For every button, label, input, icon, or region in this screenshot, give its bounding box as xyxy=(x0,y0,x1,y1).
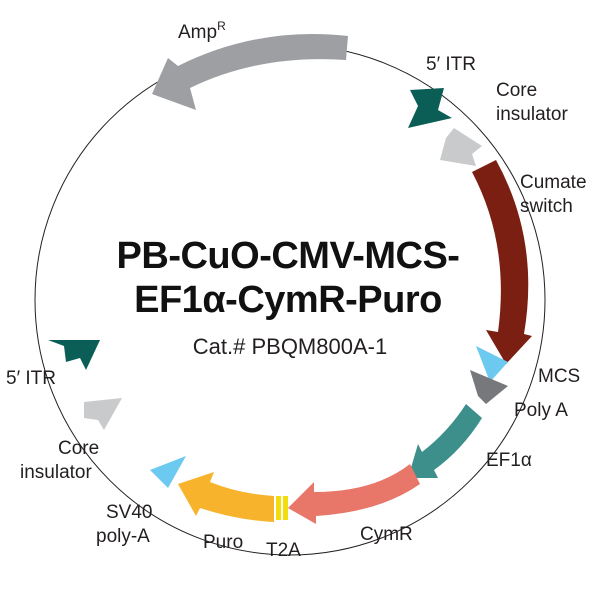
cumate-switch-label-1: Cumate xyxy=(520,172,587,193)
cymr-label: CymR xyxy=(360,524,413,545)
cumate-switch-feature xyxy=(472,160,532,364)
ef1a-label: EF1α xyxy=(486,450,532,471)
polya-feature xyxy=(470,370,508,404)
sv40-label-1: SV40 xyxy=(106,502,152,523)
catalog-number: Cat.# PBQM800A-1 xyxy=(193,334,387,359)
itr-left-label: 5′ ITR xyxy=(6,368,56,389)
cumate-switch-label-2: switch xyxy=(520,196,573,217)
ef1a-feature xyxy=(408,404,482,478)
mcs-label: MCS xyxy=(538,366,580,387)
plasmid-name-line-1: PB-CuO-CMV-MCS- xyxy=(117,235,460,277)
polya-label: Poly A xyxy=(514,400,568,421)
sv40-polya-feature xyxy=(150,456,186,488)
puro-label: Puro xyxy=(203,532,243,553)
core-insulator-left-feature xyxy=(84,398,122,430)
core-insulator-top-label-1: Core xyxy=(496,80,537,101)
core-insulator-left-label-2: insulator xyxy=(20,462,92,483)
ampr-label: AmpR xyxy=(178,19,226,43)
core-insulator-top-feature xyxy=(440,128,482,166)
plasmid-name-line-2: EF1α-CymR-Puro xyxy=(134,279,442,321)
t2a-label: T2A xyxy=(266,540,301,561)
mcs-feature xyxy=(476,346,508,382)
t2a-divider xyxy=(281,496,283,520)
cymr-feature xyxy=(288,464,420,524)
sv40-label-2: poly-A xyxy=(96,526,150,547)
itr-top-label: 5′ ITR xyxy=(426,54,476,75)
core-insulator-top-label-2: insulator xyxy=(496,104,568,125)
puro-feature xyxy=(178,472,274,522)
itr-left-feature xyxy=(48,340,100,370)
ampr-feature xyxy=(152,34,348,110)
itr-top-feature xyxy=(408,88,452,128)
core-insulator-left-label-1: Core xyxy=(58,438,99,459)
